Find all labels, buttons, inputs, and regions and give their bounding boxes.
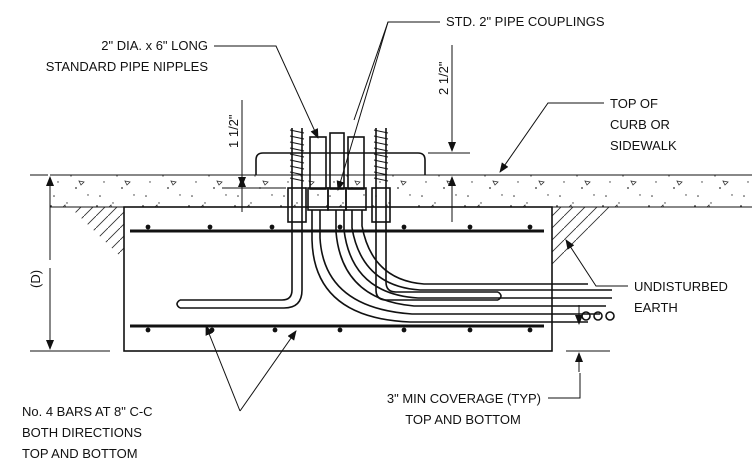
sidewalk-slab [50,175,752,207]
dim-2-1-2-label: 2 1/2" [436,61,451,95]
leader-pipe-nipples [214,45,319,139]
label-bars-2: BOTH DIRECTIONS [22,425,142,440]
dimension-2-1-2: 2 1/2" [428,45,470,222]
leader-bars-1 [205,325,241,412]
earth-hatch-left [70,207,124,260]
leader-couplings-2 [353,21,389,121]
label-bars-3: TOP AND BOTTOM [22,446,138,461]
leader-coverage [548,373,581,399]
concrete-foundation [123,206,553,352]
label-coverage-1: 3" MIN COVERAGE (TYP) [387,391,541,406]
dim-d-label: (D) [28,270,43,288]
base-plate [255,152,426,175]
leader-bars-2 [239,330,297,412]
leader-earth [565,239,628,287]
label-top-of-curb-1: TOP OF [610,96,658,111]
leader-top-of-curb [499,102,604,173]
conduit-ends [581,311,615,321]
anchor-bolt-left [176,128,305,309]
coupling-4 [345,187,367,211]
earth-hatch-right [552,207,615,265]
coupling-1 [287,187,307,223]
label-coverage-2: TOP AND BOTTOM [405,412,521,427]
dimension-d: (D) [28,174,110,352]
label-top-of-curb-3: SIDEWALK [610,138,677,153]
label-pipe-nipples-2: STANDARD PIPE NIPPLES [46,59,209,74]
coupling-5 [371,187,391,223]
label-earth-2: EARTH [634,300,678,315]
dimension-1-1-2: 1 1/2" [222,100,286,212]
rebar-dots [145,224,533,333]
label-pipe-nipples-1: 2" DIA. x 6" LONG [101,38,208,53]
label-bars-1: No. 4 BARS AT 8" C-C [22,404,153,419]
label-earth-1: UNDISTURBED [634,279,728,294]
conduit-sweeps [311,210,612,323]
label-couplings: STD. 2" PIPE COUPLINGS [446,14,605,29]
dim-1-1-2-label: 1 1/2" [226,114,241,148]
dimension-coverage [566,305,610,372]
pipe-nipple-right [347,136,365,190]
label-top-of-curb-2: CURB OR [610,117,670,132]
